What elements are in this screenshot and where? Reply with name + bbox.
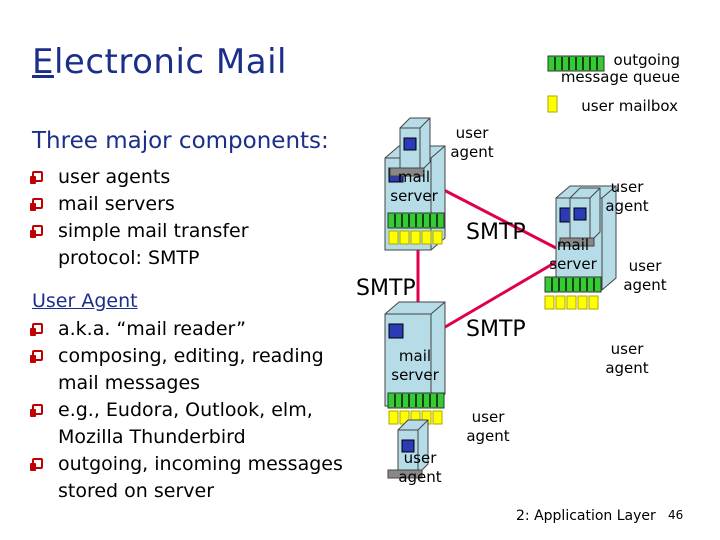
component-item: simple mail transfer protocol: SMTP (30, 218, 290, 272)
chapter-footer: 2: Application Layer (516, 508, 656, 524)
title-first-letter: E (32, 42, 54, 82)
smtp-label: SMTP (466, 317, 526, 342)
mailbox-row (388, 230, 443, 245)
queue-icon (387, 392, 445, 409)
user-agent-list: a.k.a. “mail reader” composing, editing,… (30, 316, 350, 505)
mailbox-legend-label: user mailbox (581, 97, 678, 115)
user-agent-heading: User Agent (32, 290, 138, 312)
smtp-link (439, 260, 557, 332)
user-agent-point: outgoing, incoming messages stored on se… (30, 451, 350, 505)
user-agent-point: a.k.a. “mail reader” (30, 316, 350, 343)
mailbox-icon (547, 95, 558, 113)
user-agent-point: e.g., Eudora, Outlook, elm, Mozilla Thun… (30, 397, 350, 451)
smtp-link (439, 186, 557, 250)
queue-legend-label: outgoing message queue (560, 51, 680, 86)
mailbox-row (544, 295, 599, 310)
components-heading: Three major components: (32, 128, 329, 154)
queue-icon (544, 276, 602, 293)
slide-title: Electronic Mail (32, 42, 287, 82)
smtp-label: SMTP (356, 276, 416, 301)
component-item: user agents (30, 164, 290, 191)
user-agent-point: composing, editing, reading mail message… (30, 343, 350, 397)
queue-icon (387, 212, 445, 229)
smtp-label: SMTP (466, 220, 526, 245)
component-item: mail servers (30, 191, 290, 218)
title-rest: lectronic Mail (53, 42, 287, 82)
page-number: 46 (668, 508, 684, 522)
components-list: user agents mail servers simple mail tra… (30, 164, 290, 272)
queue-icon (547, 55, 605, 72)
